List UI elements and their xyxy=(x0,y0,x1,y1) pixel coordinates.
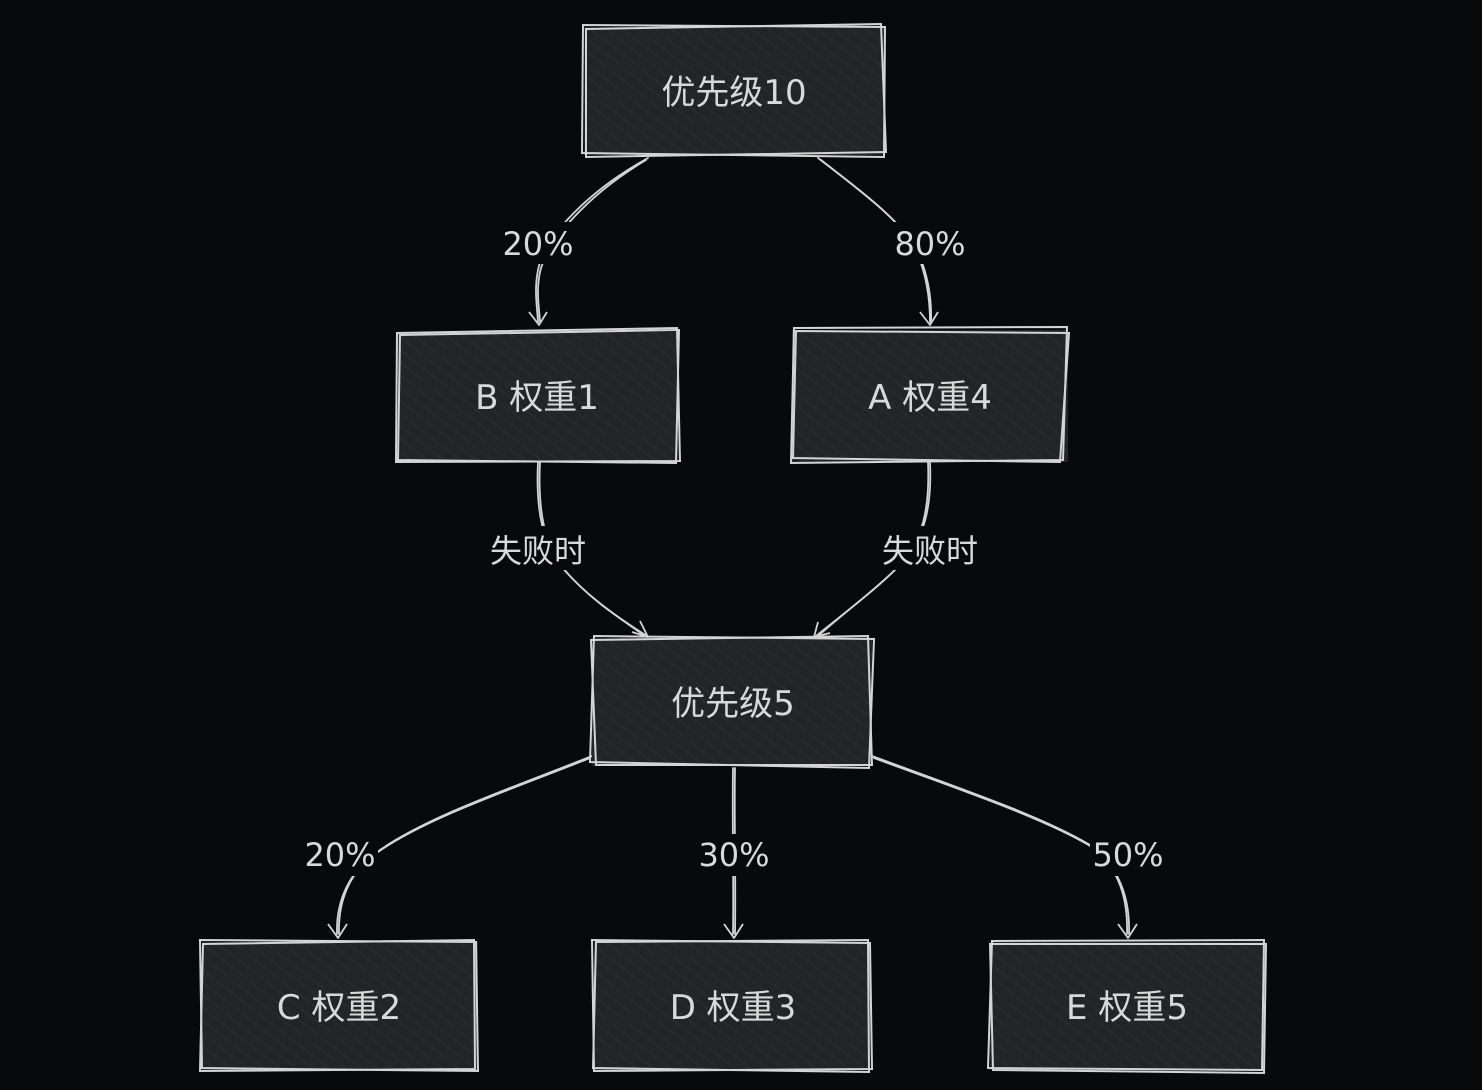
node-priority-10[interactable]: 优先级10 xyxy=(580,22,888,159)
arrowhead xyxy=(723,923,744,939)
node-d-label: D 权重3 xyxy=(670,988,797,1028)
edge-label-p10-b: 20% xyxy=(502,225,573,263)
edge-label-p5-c: 20% xyxy=(304,836,375,874)
node-priority-5[interactable]: 优先级5 xyxy=(588,634,876,770)
arrowhead xyxy=(327,923,348,939)
edge-label-a-p5: 失败时 xyxy=(882,532,978,570)
node-c[interactable]: C 权重2 xyxy=(198,938,480,1073)
node-a[interactable]: A 权重4 xyxy=(789,325,1071,465)
node-priority-5-label: 优先级5 xyxy=(671,684,795,724)
node-a-label: A 权重4 xyxy=(868,378,992,418)
edge-label-p5-d: 30% xyxy=(698,836,769,874)
arrowhead xyxy=(1117,923,1138,939)
node-e[interactable]: E 权重5 xyxy=(986,938,1268,1075)
node-c-label: C 权重2 xyxy=(277,988,401,1028)
node-b-label: B 权重1 xyxy=(475,378,599,418)
arrowhead xyxy=(919,311,939,326)
arrowhead xyxy=(528,311,548,326)
edge-label-b-p5: 失败时 xyxy=(490,532,586,570)
node-priority-10-label: 优先级10 xyxy=(661,73,806,113)
node-b[interactable]: B 权重1 xyxy=(394,326,682,465)
edge-priority5-to-c xyxy=(327,755,593,939)
edges xyxy=(327,157,1138,939)
edge-label-p10-a: 80% xyxy=(894,225,965,263)
edge-labels: 20% 80% 失败时 失败时 20% 30% 50% xyxy=(302,222,1166,876)
node-e-label: E 权重5 xyxy=(1066,988,1188,1028)
edge-priority5-to-e xyxy=(871,755,1138,939)
edge-label-p5-e: 50% xyxy=(1092,836,1163,874)
nodes: 优先级10 B 权重1 A 权重4 优先级5 xyxy=(198,22,1268,1075)
node-d[interactable]: D 权重3 xyxy=(590,938,874,1074)
